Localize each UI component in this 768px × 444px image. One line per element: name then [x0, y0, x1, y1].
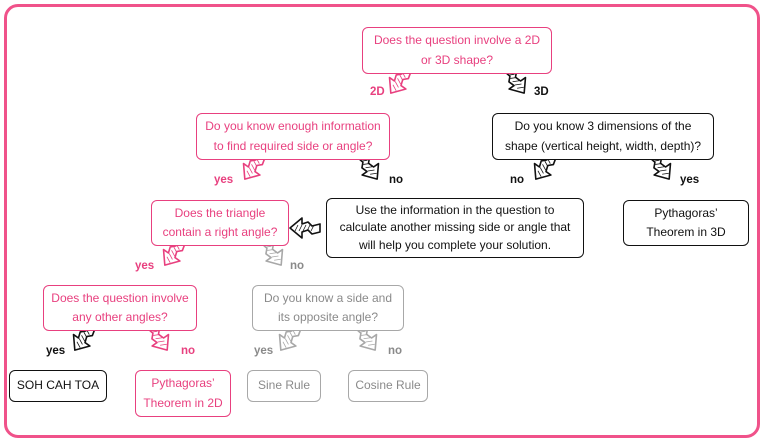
box-other-angles: Does the question involve any other angl…	[43, 285, 197, 331]
label-yes-right: yes	[135, 260, 155, 272]
box-right-angle: Does the triangle contain a right angle?	[151, 200, 289, 246]
label-no-enough: no	[389, 174, 404, 186]
arrow-use-to-triangle-icon	[289, 217, 321, 239]
box-enough-information: Do you know enough information to find r…	[196, 113, 390, 160]
label-no-side: no	[388, 345, 403, 357]
label-yes-3dim: yes	[680, 174, 700, 186]
box-soh-cah-toa: SOH CAH TOA	[9, 370, 107, 402]
box-pythagoras-2d: Pythagoras’ Theorem in 2D	[135, 370, 231, 417]
label-yes-enough: yes	[214, 174, 234, 186]
label-yes-other: yes	[46, 345, 66, 357]
label-no-other: no	[181, 345, 196, 357]
box-three-dimensions: Do you know 3 dimensions of the shape (v…	[492, 113, 714, 160]
box-pythagoras-3d: Pythagoras’ Theorem in 3D	[623, 200, 749, 246]
box-side-opposite-angle: Do you know a side and its opposite angl…	[252, 285, 404, 331]
label-no-right: no	[290, 260, 305, 272]
box-cosine-rule: Cosine Rule	[348, 370, 428, 402]
box-question-shape: Does the question involve a 2D or 3D sha…	[362, 27, 552, 74]
label-3d: 3D	[534, 86, 549, 98]
box-use-information: Use the information in the question to c…	[326, 198, 584, 258]
label-yes-side: yes	[254, 345, 274, 357]
label-2d: 2D	[370, 86, 385, 98]
label-no-3dim: no	[510, 174, 525, 186]
diagram-frame	[4, 4, 760, 438]
box-sine-rule: Sine Rule	[247, 370, 321, 402]
